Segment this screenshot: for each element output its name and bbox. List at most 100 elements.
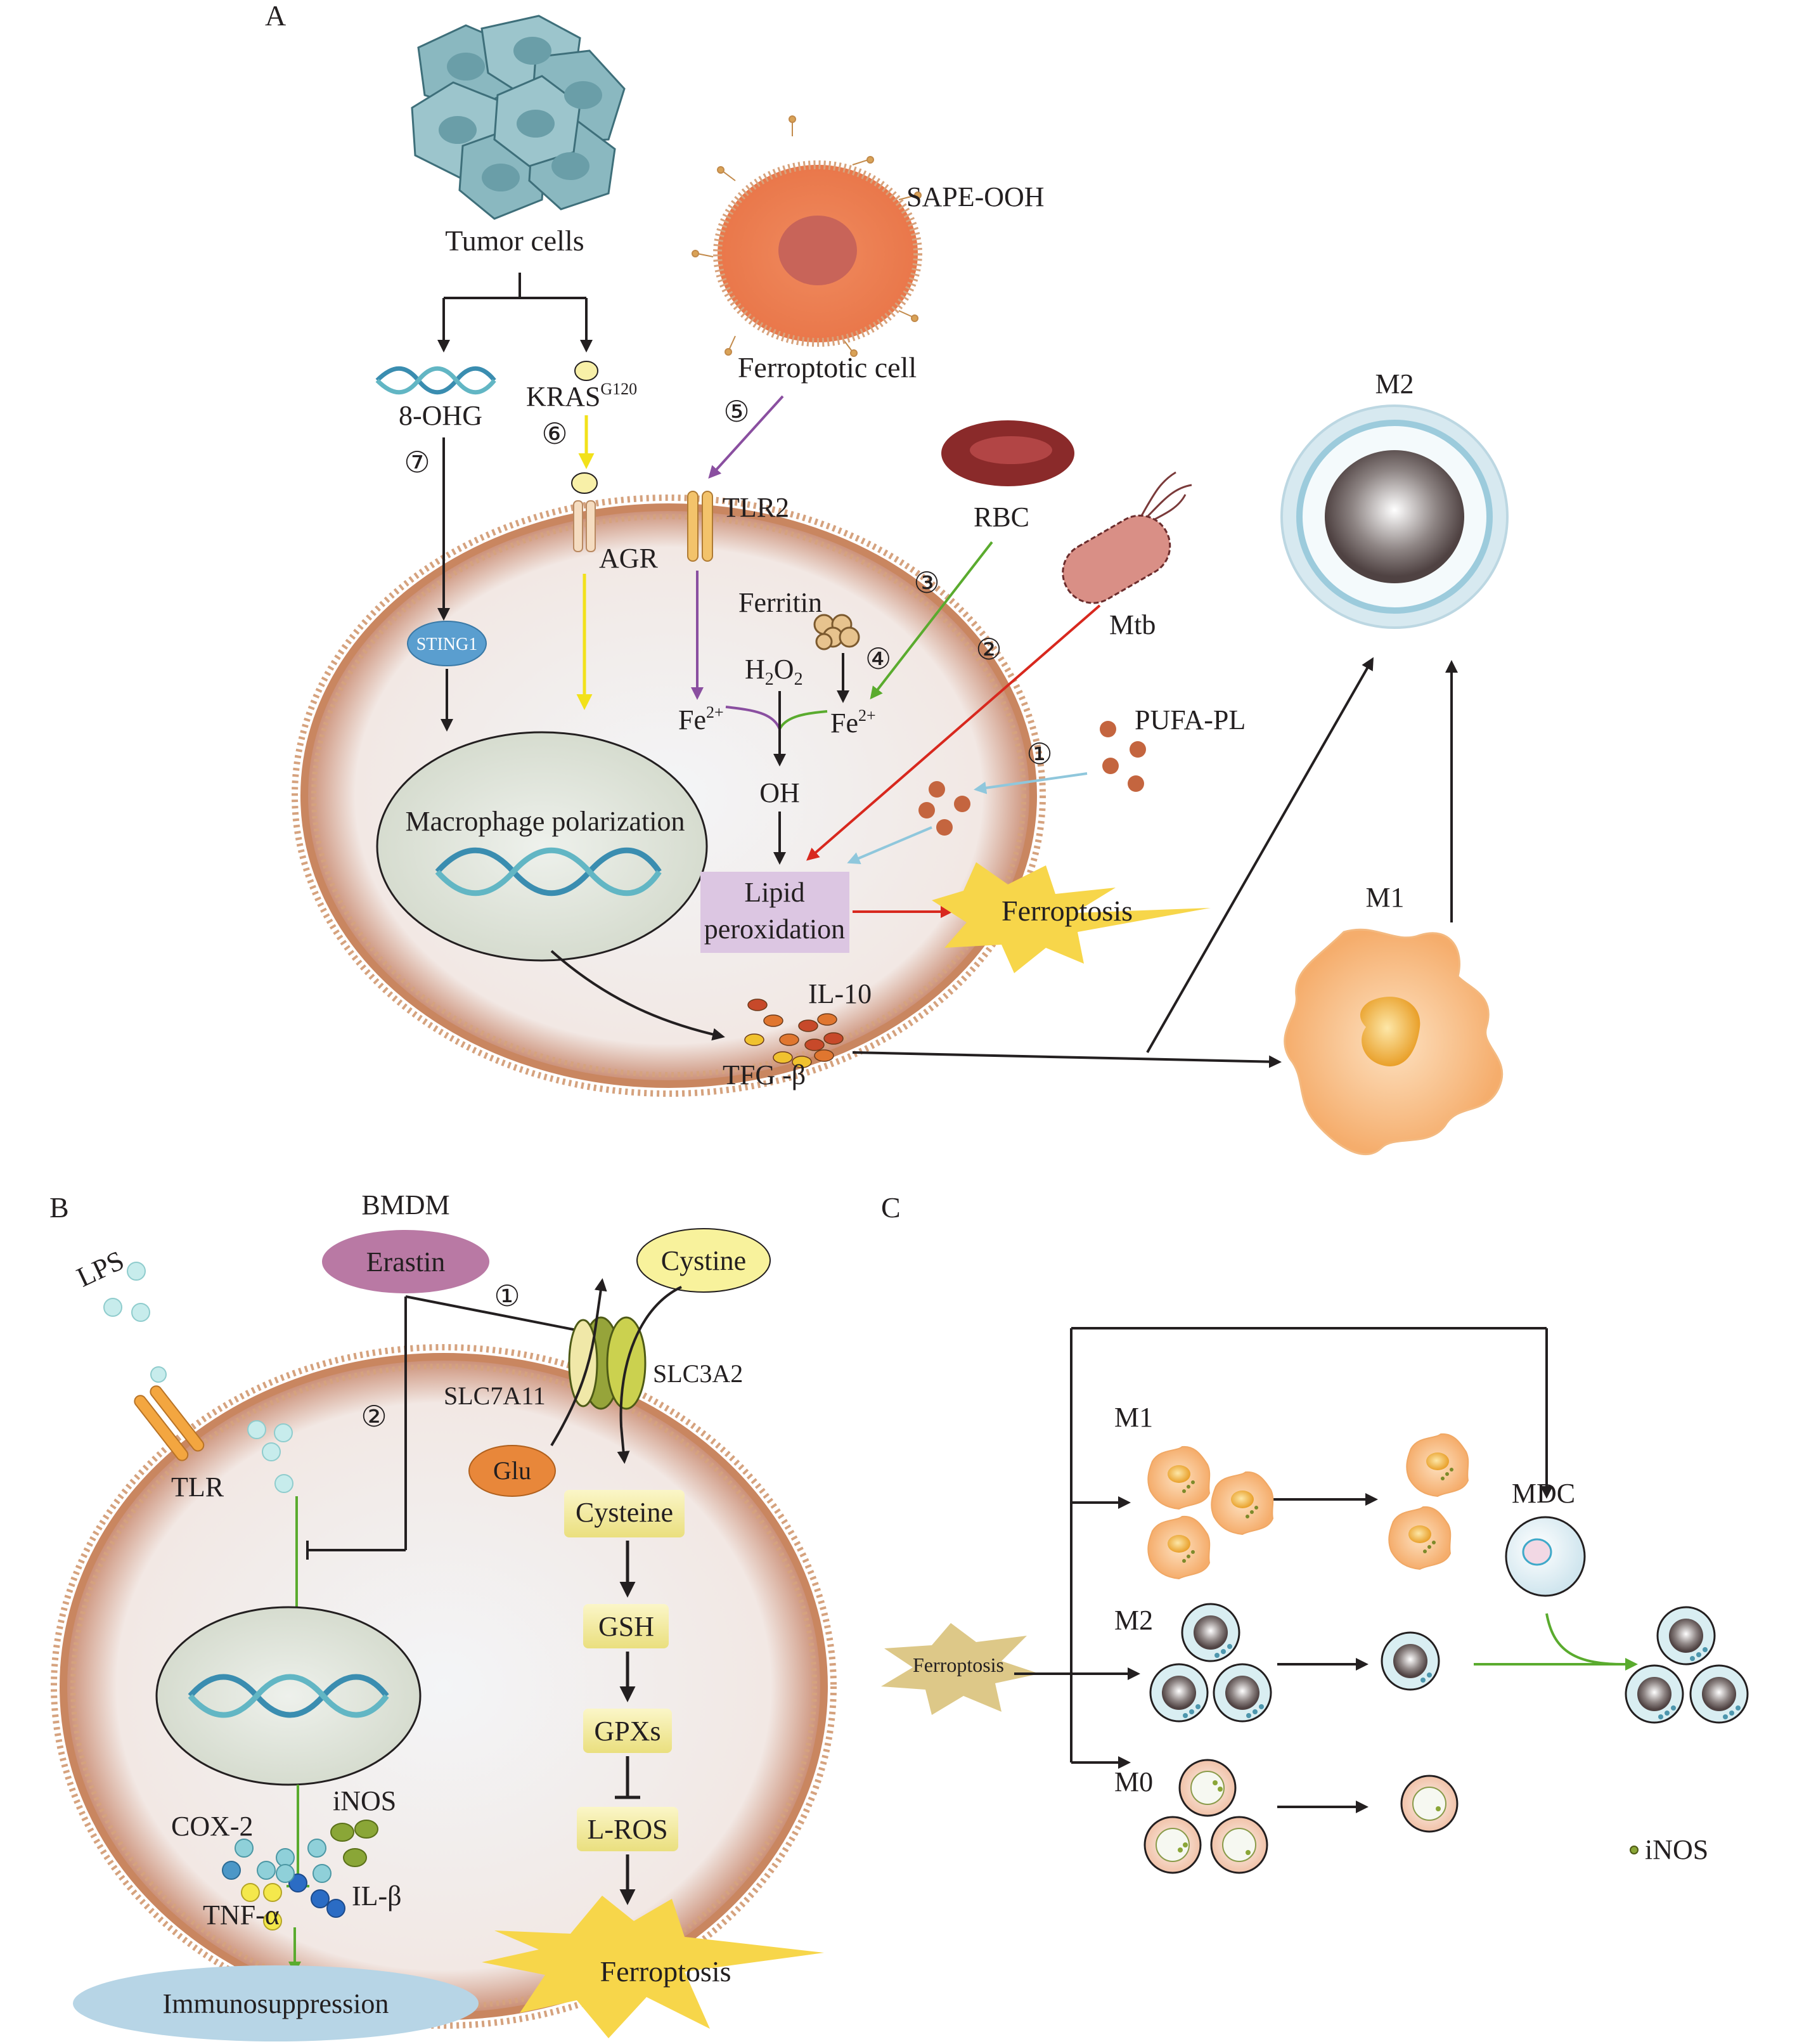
cytokine-to-m2-arrow	[1146, 657, 1374, 1053]
mdc-cell-icon	[1505, 1516, 1586, 1597]
polarization-nucleus	[376, 731, 708, 962]
ferroptotic-cell-icon	[692, 115, 922, 357]
m1-small-cells	[1147, 1433, 1469, 1580]
m2-small-cells	[1149, 1603, 1749, 1724]
glu-oval	[468, 1445, 556, 1497]
mtb-label: Mtb	[1109, 609, 1156, 640]
pufa-blue-arrow-1	[974, 772, 1088, 794]
ferroptosis-c-label: Ferroptosis	[913, 1653, 1004, 1676]
sape-ooh-label: SAPE-OOH	[906, 181, 1045, 212]
agr-label: AGR	[599, 543, 659, 574]
slc3a2-label: SLC3A2	[653, 1359, 743, 1388]
lros-pill: L-ROS	[577, 1807, 678, 1851]
erastin-oval	[322, 1230, 489, 1293]
ferroptosis-burst-a	[932, 862, 1211, 973]
ferritin-icon	[813, 614, 860, 650]
sting1-icon	[407, 621, 487, 666]
macrophage-membrane-b	[51, 1344, 837, 2029]
glu-export-arrow	[550, 1278, 607, 1447]
inos-legend-label: iNOS	[1645, 1834, 1708, 1865]
tgfb-label: TFG -β	[723, 1059, 806, 1090]
gpxs-pill: GPXs	[583, 1709, 672, 1753]
sting1-label: STING1	[416, 635, 477, 654]
panel-c-branch-lines	[1014, 1327, 1553, 1813]
tlr2-label: TLR2	[723, 492, 789, 523]
slc-transporter-icon	[568, 1316, 647, 1410]
ferroptosis-burst-b	[482, 1896, 824, 2038]
macrophage-membrane-inner-b	[70, 1364, 817, 2009]
oh-label: OH	[759, 777, 800, 808]
inos-legend-dot-icon	[1630, 1846, 1639, 1854]
lps-dots	[103, 1262, 150, 1322]
slc7a11-label: SLC7A11	[444, 1381, 546, 1410]
svg-text:GPXs: GPXs	[594, 1716, 660, 1747]
erastin-inhibition-lines	[306, 1295, 584, 1560]
mdc-green-arrow	[1545, 1613, 1623, 1666]
kras-ball-icon	[574, 361, 598, 381]
rbc-label: RBC	[974, 501, 1029, 533]
macrophage-polarization-label: Macrophage polarization	[405, 806, 685, 837]
internal-lps-dots	[247, 1420, 293, 1493]
macrophage-membrane-a	[292, 495, 1046, 1097]
step-4-label: ④	[865, 643, 891, 675]
pufa-blue-arrow-2	[847, 826, 932, 864]
ferroptotic-purple-arrow	[708, 395, 784, 479]
pufa-pl-label: PUFA-PL	[1135, 704, 1246, 735]
immunosuppression-oval	[73, 1965, 479, 2041]
polarization-to-cytokine-arrow	[550, 950, 725, 1041]
m2-c-label: M2	[1114, 1605, 1153, 1636]
m0-c-label: M0	[1114, 1766, 1153, 1797]
pufa-pl-dots	[918, 721, 1146, 836]
panel-b-label: B	[49, 1191, 69, 1224]
il-b-label: IL-β	[352, 1880, 402, 1911]
fe-left-label: Fe2+	[678, 703, 724, 735]
m1-c-label: M1	[1114, 1402, 1153, 1433]
ferroptosis-a-label: Ferroptosis	[1002, 895, 1133, 927]
step-3-label: ③	[913, 567, 939, 599]
step-5-label: ⑤	[723, 396, 749, 428]
cystine-import-arrow	[617, 1286, 682, 1464]
il10-label: IL-10	[808, 978, 872, 1009]
nucleus-b-dna-icon	[188, 1674, 389, 1718]
tumor-branch-arrows	[437, 273, 593, 353]
inos-b-label: iNOS	[333, 1785, 396, 1816]
immunosuppression-label: Immunosuppression	[163, 1988, 389, 2019]
ohg-label: 8-OHG	[399, 400, 482, 431]
svg-text:GSH: GSH	[598, 1611, 654, 1642]
step-b1-label: ①	[494, 1280, 520, 1312]
svg-text:Cysteine: Cysteine	[576, 1497, 673, 1528]
tumor-cells-label: Tumor cells	[445, 224, 584, 257]
step-2-label: ②	[976, 633, 1002, 666]
fe-right-label: Fe2+	[830, 706, 876, 739]
ferritin-label: Ferritin	[738, 587, 822, 618]
m0-small-cells	[1143, 1759, 1459, 1874]
agr-receptor-icon	[571, 472, 598, 552]
dna-helix-icon	[375, 366, 496, 395]
step-7-label: ⑦	[404, 446, 430, 479]
step-1-label: ①	[1026, 738, 1052, 770]
cysteine-pill: Cysteine	[564, 1490, 685, 1537]
polarization-dna-icon	[435, 847, 662, 896]
svg-text:L-ROS: L-ROS	[587, 1814, 667, 1845]
cystine-oval	[636, 1228, 771, 1293]
ferroptotic-cell-label: Ferroptotic cell	[738, 351, 917, 384]
m1-a-label: M1	[1365, 882, 1404, 913]
tlr-label: TLR	[171, 1472, 224, 1503]
m2-a-label: M2	[1375, 368, 1414, 399]
glu-label: Glu	[493, 1456, 531, 1485]
gsh-pill: GSH	[583, 1604, 669, 1648]
step-b2-label: ②	[361, 1400, 387, 1433]
bmdm-label: BMDM	[361, 1189, 449, 1220]
tnfa-label: TNF-α	[203, 1899, 280, 1931]
lps-label: LPS	[72, 1245, 129, 1293]
h2o2-label: H2O2	[745, 654, 803, 689]
macrophage-membrane-inner-a	[311, 514, 1026, 1077]
erastin-label: Erastin	[366, 1246, 446, 1278]
ferroptosis-burst-c	[881, 1623, 1040, 1715]
tlr-receptor-icon	[134, 1366, 205, 1461]
gpxs-inhibit-lros	[615, 1756, 640, 1799]
lipid-line2: peroxidation	[704, 914, 845, 945]
panel-c-label: C	[881, 1191, 901, 1224]
step-6-label: ⑥	[541, 418, 567, 450]
panel-a-label: A	[265, 0, 286, 32]
